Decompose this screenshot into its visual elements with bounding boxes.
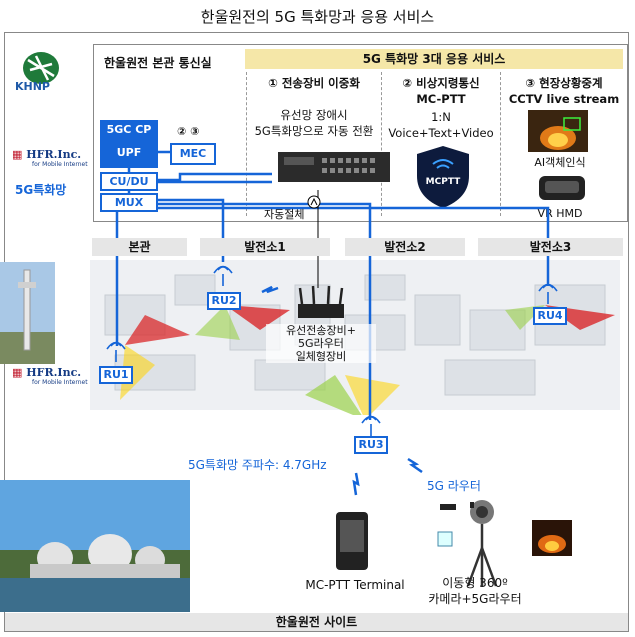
khnp-logo-icon: [23, 52, 59, 84]
page-title: 한울원전의 5G 특화망과 응용 서비스: [200, 8, 435, 26]
network-label: 5G특화망: [15, 183, 67, 197]
service-3-sub: CCTV live stream: [508, 92, 620, 106]
fire-scene-image: [532, 520, 572, 556]
transmission-equipment-icon: [278, 152, 390, 182]
hfr-mark-icon: ▦: [12, 148, 23, 161]
ru4-box: RU4: [533, 307, 567, 325]
camera-tripod-icon: [437, 500, 498, 587]
core-upf: UPF: [116, 146, 142, 159]
service-2-desc-1: 1:N: [431, 110, 451, 124]
auto-cut-label: 자동절체: [264, 208, 305, 221]
section-plant-2: 발전소2: [345, 238, 465, 256]
service-3-title: ③ 현장상황중계: [525, 76, 603, 90]
mec-box: MEC: [170, 143, 216, 165]
section-hq: 본관: [92, 238, 187, 256]
core-box: 5GC CP UPF: [100, 120, 158, 168]
service-1-desc-2: 5G특화망으로 자동 전환: [254, 124, 374, 138]
frequency-label: 5G특화망 주파수: 4.7GHz: [188, 458, 327, 472]
section-plant-3: 발전소3: [478, 238, 623, 256]
integrated-router-icon: [298, 285, 344, 318]
tower-photo: [0, 262, 55, 364]
camera-label: 이동형 360º 카메라+5G라우터: [428, 576, 522, 606]
antenna-icon: [106, 341, 126, 362]
mcptt-badge-label: MCPTT: [425, 177, 461, 187]
mcptt-terminal-icon: [336, 512, 368, 570]
hfr-tagline-top: for Mobile Internet: [32, 161, 88, 168]
service-1-desc-1: 유선망 장애시: [280, 108, 348, 122]
plant-photo: [0, 480, 190, 612]
section-plant-1: 발전소1: [200, 238, 330, 256]
service-2-sub: MC-PTT: [416, 92, 466, 106]
hfr-mark-icon: ▦: [12, 366, 23, 379]
ru1-box: RU1: [99, 366, 133, 384]
vr-hmd-icon: [539, 176, 585, 200]
hq-title: 한울원전 본관 통신실: [104, 56, 212, 70]
hfr-tagline-bottom: for Mobile Internet: [32, 379, 88, 386]
ru2-box: RU2: [207, 292, 241, 310]
mux-box: MUX: [100, 193, 158, 212]
divider: [246, 72, 247, 216]
integrated-device-label: 유선전송장비+ 5G라우터 일체형장비: [266, 324, 376, 363]
services-title: 5G 특화망 3대 응용 서비스: [245, 49, 623, 69]
service-2-desc-2: Voice+Text+Video: [388, 126, 494, 140]
ai-label: AI객체인식: [534, 156, 586, 169]
antenna-icon: [361, 415, 381, 436]
mec-number: ② ③: [177, 125, 200, 138]
service-2-title: ② 비상지령통신: [402, 76, 480, 90]
antenna-icon: [213, 265, 233, 286]
khnp-logo-text: KHNP: [15, 80, 50, 93]
mcptt-badge-icon: [417, 146, 469, 208]
site-label: 한울원전 사이트: [5, 613, 628, 631]
divider: [381, 72, 382, 216]
hfr-logo-top: ▦ HFR.Inc.: [12, 148, 82, 161]
hfr-logo-bottom: ▦ HFR.Inc.: [12, 366, 82, 379]
divider: [500, 72, 501, 216]
coverage-red: [125, 315, 190, 345]
router-label: 5G 라우터: [427, 479, 481, 493]
terminal-label: MC-PTT Terminal: [305, 578, 405, 592]
antenna-icon: [538, 283, 558, 304]
fire-cctv-image: [528, 110, 588, 152]
ru3-box: RU3: [354, 436, 388, 454]
service-1-title: ① 전송장비 이중화: [268, 76, 360, 90]
core-cp: 5GC CP: [106, 123, 152, 136]
